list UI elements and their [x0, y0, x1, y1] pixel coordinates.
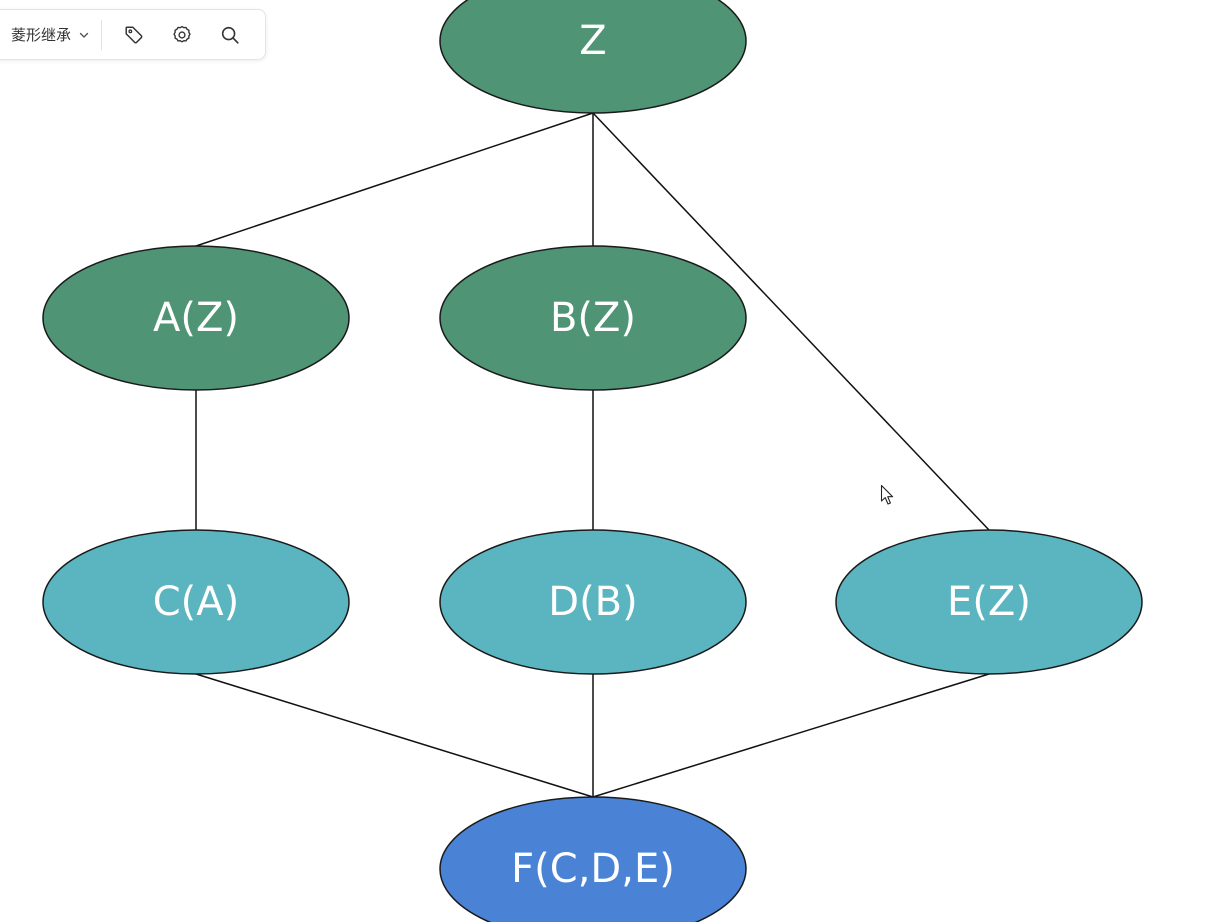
gear-icon — [173, 25, 191, 42]
mouse-cursor-icon — [880, 484, 894, 505]
edge-layer — [195, 112, 990, 798]
node-c-shape — [42, 529, 350, 675]
search-button[interactable] — [212, 17, 248, 53]
chevron-down-icon — [79, 32, 89, 38]
document-select[interactable]: 菱形继承 — [0, 10, 89, 59]
node-e[interactable]: E(Z) — [835, 529, 1143, 675]
node-f-shape — [439, 796, 747, 922]
node-layer: Z A(Z) B(Z) C(A) D(B) E(Z) F(C,D,E) — [42, 0, 1143, 922]
toolbar-divider — [101, 19, 103, 50]
node-a-shape — [42, 245, 350, 391]
node-d[interactable]: D(B) — [439, 529, 747, 675]
settings-button[interactable] — [164, 17, 200, 53]
edge-c-f — [195, 673, 594, 798]
node-a-label: A(Z) — [153, 295, 239, 341]
node-a[interactable]: A(Z) — [42, 245, 350, 391]
node-e-shape — [835, 529, 1143, 675]
node-c[interactable]: C(A) — [42, 529, 350, 675]
toolbar: 菱形继承 — [0, 9, 266, 60]
node-d-label: D(B) — [548, 579, 637, 625]
node-z[interactable]: Z — [439, 0, 747, 114]
edge-e-f — [592, 673, 990, 798]
node-b-label: B(Z) — [550, 295, 636, 341]
edge-z-e — [592, 112, 990, 531]
node-f[interactable]: F(C,D,E) — [439, 796, 747, 922]
node-z-label: Z — [579, 18, 606, 64]
tag-icon — [125, 25, 143, 43]
node-b[interactable]: B(Z) — [439, 245, 747, 391]
node-f-label: F(C,D,E) — [511, 846, 675, 892]
document-title: 菱形继承 — [11, 26, 72, 44]
node-b-shape — [439, 245, 747, 391]
search-icon — [221, 26, 239, 44]
node-e-label: E(Z) — [947, 579, 1031, 625]
node-c-label: C(A) — [153, 579, 240, 625]
node-z-shape — [439, 0, 747, 114]
tag-button[interactable] — [116, 17, 152, 53]
node-d-shape — [439, 529, 747, 675]
edge-z-a — [195, 112, 594, 247]
